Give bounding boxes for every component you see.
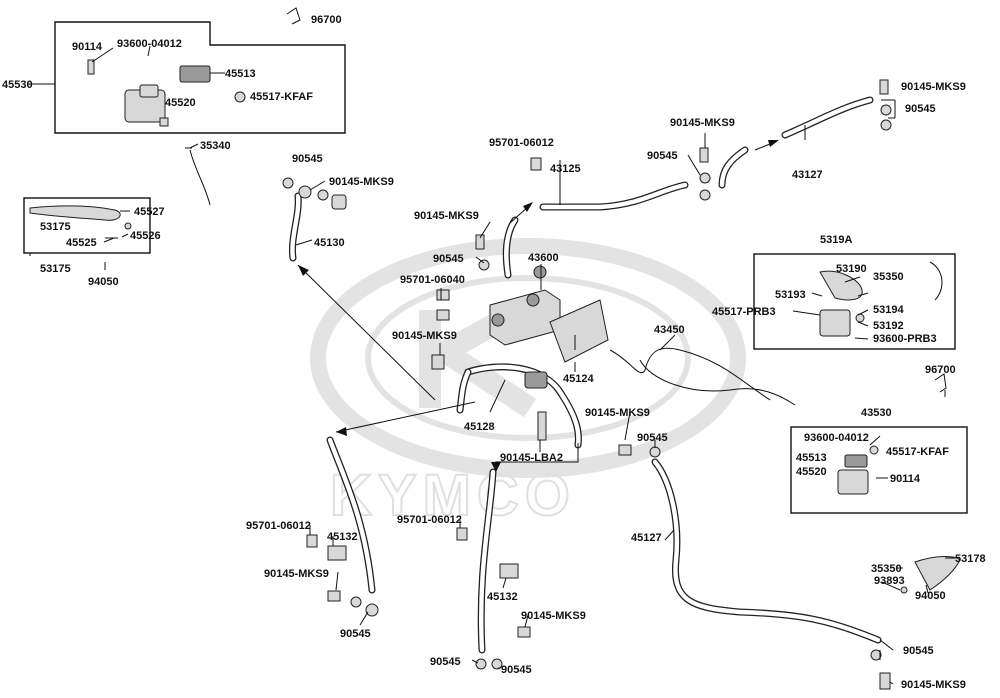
caliper-group-box	[753, 253, 956, 350]
callout-90545: 90545	[903, 645, 934, 657]
callout-45517-kfaf: 45517-KFAF	[886, 446, 949, 458]
callout-90545: 90545	[433, 253, 464, 265]
kymco-watermark-logo	[310, 238, 746, 478]
sealing-washers-icon	[282, 177, 329, 201]
part-callouts: 96700 45530 90114 93600-04012 45513 4552…	[2, 14, 986, 691]
callout-53190: 53190	[836, 263, 867, 275]
callout-90545: 90545	[501, 664, 532, 676]
callout-90145-mks9: 90145-MKS9	[901, 81, 966, 93]
callout-53193: 53193	[775, 289, 806, 301]
callout-45513: 45513	[225, 68, 256, 80]
callout-43125: 43125	[550, 163, 581, 175]
callout-45513: 45513	[796, 452, 827, 464]
delay-valve-43600	[431, 265, 561, 370]
callout-53175: 53175	[40, 263, 71, 275]
callout-43450: 43450	[654, 324, 685, 336]
callout-45530: 45530	[2, 79, 33, 91]
callout-90145-mks9: 90145-MKS9	[264, 568, 329, 580]
callout-90145-lba2: 90145-LBA2	[500, 452, 563, 464]
callout-45130: 45130	[314, 237, 345, 249]
rear-master-cylinder-group-box	[790, 426, 968, 514]
callout-93893: 93893	[874, 575, 905, 587]
routing-arrows	[297, 140, 779, 472]
callout-96700: 96700	[311, 14, 342, 26]
callout-95701-06012: 95701-06012	[397, 514, 462, 526]
caliper-assembly-5319a	[819, 261, 943, 337]
callout-53192: 53192	[873, 320, 904, 332]
callout-93600-04012: 93600-04012	[117, 38, 182, 50]
callout-53194: 53194	[873, 304, 904, 316]
callout-90114: 90114	[72, 41, 103, 53]
callout-45127: 45127	[631, 532, 662, 544]
callout-95701-06040: 95701-06040	[400, 274, 465, 286]
callout-43127: 43127	[792, 169, 823, 181]
callout-35340: 35340	[200, 140, 231, 152]
callout-5319a: 5319A	[820, 234, 852, 246]
callout-43600: 43600	[528, 252, 559, 264]
callout-53175: 53175	[40, 221, 71, 233]
master-cylinder-group-box	[54, 21, 346, 134]
callout-35350: 35350	[871, 563, 902, 575]
callout-90145-mks9: 90145-MKS9	[901, 679, 966, 691]
callout-95701-06012: 95701-06012	[489, 137, 554, 149]
callout-45132: 45132	[487, 591, 518, 603]
banjo-bolt-icon	[331, 194, 347, 210]
callout-94050: 94050	[88, 276, 119, 288]
kymco-watermark-text: KYMCO	[330, 463, 576, 528]
callout-90114: 90114	[890, 473, 921, 485]
callout-93600-04012: 93600-04012	[804, 432, 869, 444]
callout-45525: 45525	[66, 237, 97, 249]
callout-45124: 45124	[563, 373, 594, 385]
callout-90145-mks9: 90145-MKS9	[585, 407, 650, 419]
callout-90545: 90545	[637, 432, 668, 444]
callout-90145-mks9: 90145-MKS9	[392, 330, 457, 342]
callout-43530: 43530	[861, 407, 892, 419]
callout-90145-mks9: 90145-MKS9	[414, 210, 479, 222]
bracket-45124	[549, 299, 609, 363]
left-lever-group-box	[23, 197, 151, 254]
leader-lines	[91, 45, 955, 685]
callout-90545: 90545	[905, 103, 936, 115]
clip-96700-icon	[286, 7, 947, 393]
brake-switch-icon	[185, 147, 211, 206]
callout-90545: 90545	[340, 628, 371, 640]
rear-master-cylinder-assembly	[837, 445, 879, 495]
callout-90145-mks9: 90145-MKS9	[521, 610, 586, 622]
callout-45527: 45527	[134, 206, 165, 218]
callout-94050: 94050	[915, 590, 946, 602]
callout-35350: 35350	[873, 271, 904, 283]
callout-53178: 53178	[955, 553, 986, 565]
callout-95701-06012: 95701-06012	[246, 520, 311, 532]
callout-96700: 96700	[925, 364, 956, 376]
front-master-cylinder-assembly	[87, 59, 246, 127]
callout-45128: 45128	[464, 421, 495, 433]
callout-45517-kfaf: 45517-KFAF	[250, 91, 313, 103]
callout-45520: 45520	[796, 466, 827, 478]
callout-45132: 45132	[327, 531, 358, 543]
callout-90145-mks9: 90145-MKS9	[670, 117, 735, 129]
callout-45520: 45520	[165, 97, 196, 109]
callout-90545: 90545	[647, 150, 678, 162]
callout-93600-prb3: 93600-PRB3	[873, 333, 937, 345]
callout-45526: 45526	[130, 230, 161, 242]
brake-hoses	[288, 96, 882, 654]
hose-clamp-icon	[524, 371, 548, 441]
callout-45517-prb3: 45517-PRB3	[712, 306, 776, 318]
callout-90545: 90545	[430, 656, 461, 668]
bolts-icon	[306, 79, 892, 690]
brake-lever-left-assembly	[29, 205, 132, 239]
brake-lever-right-assembly	[900, 556, 961, 594]
callout-90545: 90545	[292, 153, 323, 165]
callout-90145-mks9: 90145-MKS9	[329, 176, 394, 188]
